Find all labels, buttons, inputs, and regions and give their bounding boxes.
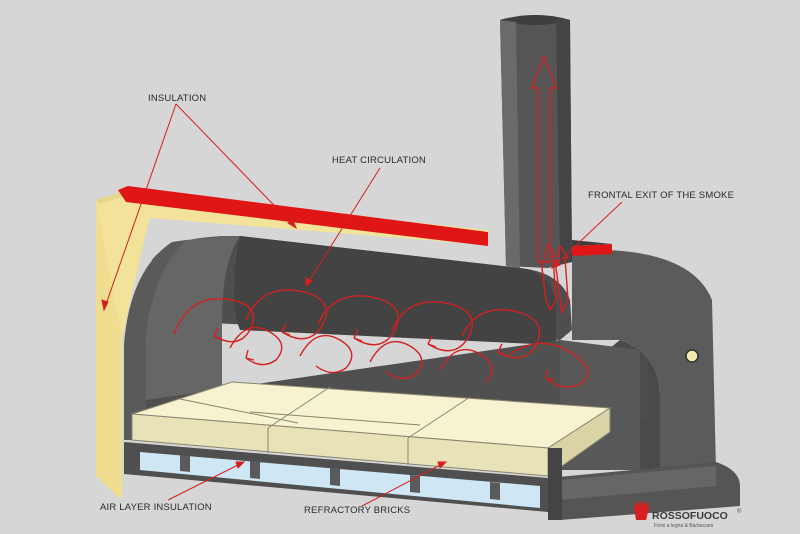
- rossofuoco-logo: ROSSOFUOCO ® Forni a legna & Barbecues: [634, 501, 742, 529]
- oven-front: [572, 240, 716, 470]
- heat-circulation-label: HEAT CIRCULATION: [332, 155, 426, 166]
- logo-tagline: Forni a legna & Barbecues: [654, 523, 714, 529]
- oven-base: [548, 448, 740, 520]
- logo-brand: ROSSOFUOCO: [652, 510, 728, 522]
- refractory-bricks-label: REFRACTORY BRICKS: [304, 505, 410, 516]
- front-insulation-red: [572, 244, 612, 256]
- air-layer-label: AIR LAYER INSULATION: [100, 502, 212, 513]
- logo-registered: ®: [737, 508, 742, 515]
- refractory-bricks: [131, 381, 612, 477]
- frontal-exit-label: FRONTAL EXIT OF THE SMOKE: [588, 190, 734, 201]
- insulation-layer: [96, 186, 488, 500]
- callout-lines: [101, 103, 623, 507]
- chimney: [500, 15, 572, 268]
- thermometer-port: [685, 349, 699, 363]
- insulation-label: INSULATION: [148, 93, 206, 104]
- insulation-top-red: [118, 186, 488, 246]
- heat-circulation-arrows: [173, 289, 589, 388]
- smoke-exit-arrows: [530, 54, 570, 315]
- flame-icon: [634, 501, 649, 520]
